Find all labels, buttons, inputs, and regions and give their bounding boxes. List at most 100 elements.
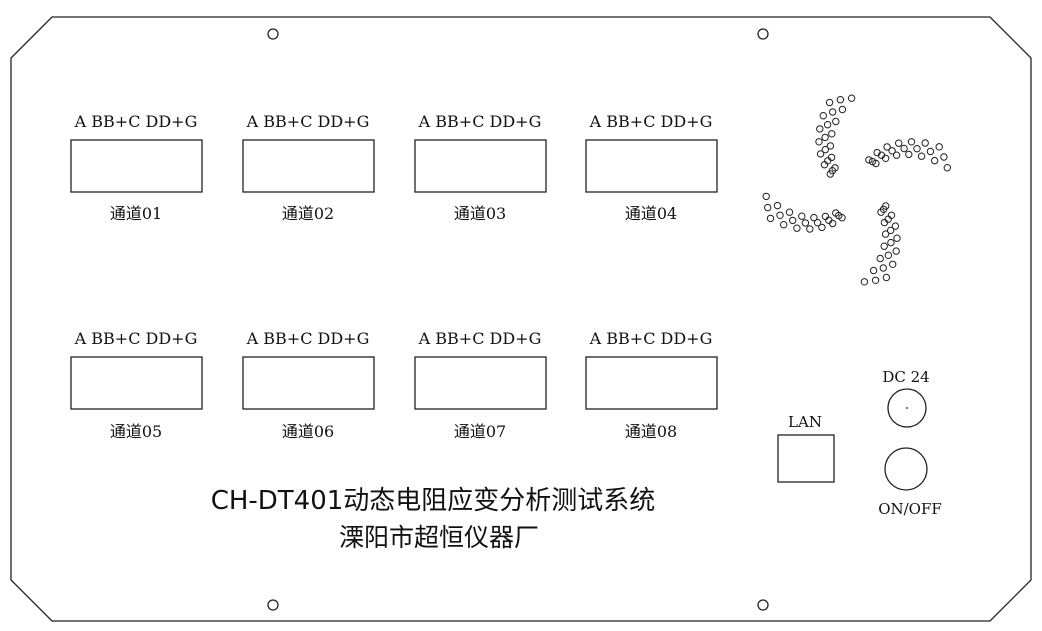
power-switch[interactable] (884, 447, 928, 491)
vent-hole (821, 212, 830, 221)
lan-label: LAN (788, 413, 822, 431)
vent-hole (836, 96, 845, 104)
vent-hole (913, 145, 921, 153)
vent-hole (825, 98, 834, 107)
vent-hole (881, 230, 890, 238)
vent-hole (838, 105, 847, 114)
channel-06: A BB+C DD+G 通道06 (242, 329, 375, 441)
channel-label: 通道08 (625, 422, 677, 441)
panel-title: CH-DT401动态电阻应变分析测试系统 (211, 486, 656, 516)
vent-hole (810, 213, 818, 222)
dc-jack-pin (906, 407, 908, 409)
vent-hole (893, 234, 901, 242)
channel-connector[interactable] (585, 356, 718, 410)
channel-01: A BB+C DD+G 通道01 (70, 112, 203, 223)
vent-hole (789, 216, 797, 225)
vent-hole (887, 226, 895, 235)
vent-hole (829, 108, 837, 116)
vent-hole (930, 156, 939, 165)
vent-hole (823, 121, 832, 129)
vent-hole (766, 214, 775, 223)
vent-hole (798, 212, 806, 220)
channel-03: A BB+C DD+G 通道03 (414, 112, 547, 223)
vent-hole (801, 219, 810, 227)
channel-02: A BB+C DD+G 通道02 (242, 112, 375, 223)
channel-connector[interactable] (414, 139, 547, 193)
channel-pin-labels: A BB+C DD+G (418, 329, 542, 348)
channel-connector[interactable] (242, 139, 375, 193)
channel-label: 通道02 (282, 204, 334, 223)
vent-hole (773, 201, 782, 210)
channel-label: 通道01 (110, 204, 162, 223)
mounting-holes (267, 28, 769, 611)
fan-vent-icon (762, 94, 951, 286)
vent-hole (828, 130, 836, 138)
vent-hole (888, 147, 896, 155)
channel-07: A BB+C DD+G 通道07 (414, 329, 547, 441)
channel-pin-labels: A BB+C DD+G (74, 112, 198, 131)
dc-input-jack[interactable] (887, 388, 927, 428)
vent-hole (826, 142, 835, 150)
channel-connector[interactable] (242, 356, 375, 410)
channel-connector[interactable] (70, 139, 203, 193)
channel-pin-labels: A BB+C DD+G (418, 112, 542, 131)
vent-hole (793, 224, 801, 232)
power-switch-label: ON/OFF (878, 500, 942, 518)
manufacturer-name: 溧阳市超恒仪器厂 (339, 523, 539, 552)
channel-pin-labels: A BB+C DD+G (589, 112, 713, 131)
vent-hole (806, 225, 814, 233)
channel-label: 通道03 (454, 204, 506, 223)
vent-hole (943, 164, 951, 172)
mounting-hole-icon (757, 599, 769, 611)
channel-08: A BB+C DD+G 通道08 (585, 329, 718, 441)
vent-hole (926, 147, 935, 156)
dc-input-label: DC 24 (882, 368, 929, 386)
channel-label: 通道06 (282, 422, 334, 441)
vent-hole (889, 260, 897, 268)
vent-hole (935, 143, 943, 151)
vent-hole (892, 247, 900, 255)
lan-port[interactable] (777, 434, 835, 483)
vent-hole (872, 159, 880, 168)
channel-label: 通道07 (454, 422, 506, 441)
panel-outline (10, 16, 1032, 622)
power-group: DC 24 ON/OFF (878, 368, 942, 518)
vent-hole (860, 278, 869, 286)
channel-pin-labels: A BB+C DD+G (246, 329, 370, 348)
lan-port-group: LAN (777, 413, 835, 483)
vent-hole (818, 223, 826, 232)
vent-hole (815, 138, 823, 146)
vent-hole (917, 152, 926, 160)
vent-hole (832, 209, 840, 217)
vent-hole (882, 273, 891, 282)
channel-label: 通道05 (110, 422, 162, 441)
channel-05: A BB+C DD+G 通道05 (70, 329, 203, 441)
channel-connector[interactable] (414, 356, 547, 410)
channel-label: 通道04 (625, 204, 677, 223)
vent-hole (776, 211, 784, 220)
vent-hole (832, 117, 840, 126)
mounting-hole-icon (757, 28, 769, 40)
channel-pin-labels: A BB+C DD+G (246, 112, 370, 131)
vent-hole (900, 144, 908, 153)
vent-hole (785, 208, 794, 216)
vent-hole (877, 208, 885, 216)
vent-hole (884, 251, 893, 260)
mounting-hole-icon (267, 599, 279, 611)
vent-hole (892, 151, 901, 159)
channel-pin-labels: A BB+C DD+G (589, 329, 713, 348)
vent-hole (905, 150, 913, 159)
vent-hole (816, 150, 825, 158)
channel-connector[interactable] (70, 356, 203, 410)
vent-hole (762, 192, 770, 201)
channel-connector[interactable] (585, 139, 718, 193)
mounting-hole-icon (267, 28, 279, 40)
vent-hole (883, 143, 891, 151)
vent-hole (821, 145, 829, 154)
channel-pin-labels: A BB+C DD+G (74, 329, 198, 348)
vent-hole (921, 139, 929, 147)
vent-hole (880, 218, 889, 227)
vent-hole (819, 112, 827, 120)
vent-hole (880, 242, 888, 250)
